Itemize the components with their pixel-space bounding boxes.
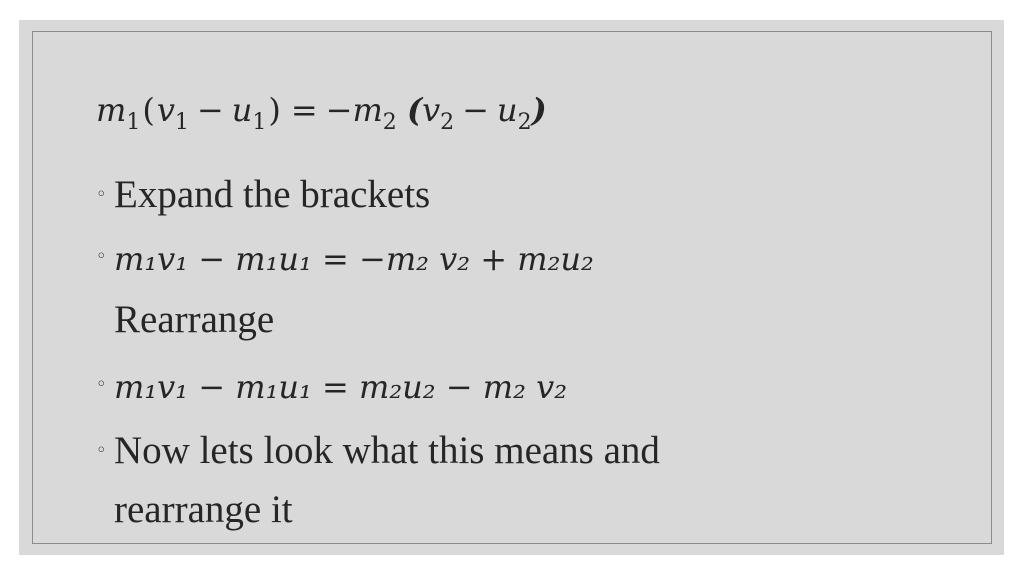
bullet-item: ◦ m₁v₁ − m₁u₁ = m₂u₂ − m₂ v₂: [96, 354, 976, 420]
eq-term: v: [156, 91, 175, 129]
bullet-text: Expand the brackets: [114, 173, 431, 216]
subscript: 1: [252, 110, 267, 135]
equals: =: [290, 91, 318, 129]
bullet-list: ◦ Expand the brackets ◦ m₁v₁ − m₁u₁ = −m…: [96, 164, 976, 538]
bullet-continuation: rearrange it: [114, 488, 293, 531]
minus: −: [462, 91, 489, 129]
bullet-icon: ◦: [96, 440, 107, 461]
eq-term: m: [96, 91, 127, 129]
subscript: 1: [126, 110, 141, 135]
subscript: 2: [517, 110, 532, 135]
bullet-item: ◦ m₁v₁ − m₁u₁ = −m₂ v₂ + m₂u₂: [96, 226, 976, 292]
bullet-item: ◦ Now lets look what this means and: [96, 420, 976, 482]
paren: ): [531, 91, 547, 129]
bullet-continuation: Rearrange: [114, 298, 275, 341]
slide-content: m1(v1−u1)=−m2 (v2−u2) ◦ Expand the brack…: [96, 82, 976, 538]
bullet-item: ◦ Expand the brackets: [96, 164, 976, 226]
subscript: 1: [174, 110, 189, 135]
slide-background: [19, 20, 1004, 555]
minus: −: [196, 91, 224, 129]
eq-term: u: [231, 91, 253, 129]
subscript: 2: [440, 110, 455, 135]
paren: (: [406, 91, 423, 129]
eq-term: −m: [325, 91, 383, 129]
subscript: 2: [382, 110, 397, 135]
eq-term: v: [422, 91, 441, 129]
bullet-equation: m₁v₁ − m₁u₁ = m₂u₂ − m₂ v₂: [114, 368, 568, 406]
bullet-text: Now lets look what this means and: [114, 429, 660, 472]
main-equation: m1(v1−u1)=−m2 (v2−u2): [96, 82, 976, 138]
eq-term: u: [496, 91, 518, 129]
paren: (: [142, 91, 155, 129]
bullet-icon: ◦: [96, 374, 107, 395]
paren: ): [268, 91, 281, 129]
bullet-icon: ◦: [96, 184, 107, 205]
slide-frame: [32, 31, 992, 544]
bullet-icon: ◦: [96, 246, 107, 267]
bullet-equation: m₁v₁ − m₁u₁ = −m₂ v₂ + m₂u₂: [114, 240, 594, 278]
